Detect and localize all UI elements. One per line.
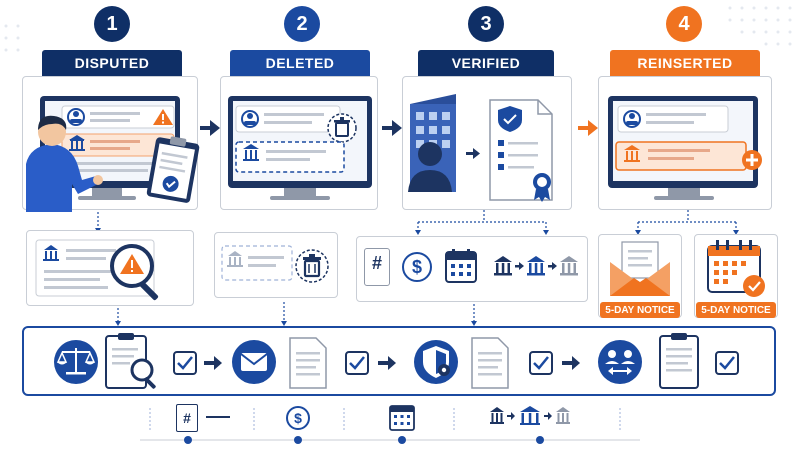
five-day-notice-tag-2: 5-DAY NOTICE [696, 302, 776, 318]
reinserted-monitor-illustration [608, 96, 762, 200]
arrow-right-orange-icon [578, 120, 598, 136]
shield-gear-icon [414, 340, 458, 384]
dotted-connectors-bottom [115, 302, 477, 326]
stage-3-label: VERIFIED [418, 50, 554, 76]
dotted-connectors-top [95, 210, 739, 235]
footer-hash-doc: # [176, 404, 198, 432]
footer-calendar-icon [389, 405, 415, 431]
document-icon [289, 337, 327, 389]
dollar-symbol: $ [411, 256, 422, 277]
stage-2-number: 2 [284, 6, 320, 42]
document-icon [471, 337, 509, 389]
stage-2-label: DELETED [230, 50, 370, 76]
account-number-doc: # [364, 248, 390, 286]
stage-4-number: 4 [666, 6, 702, 42]
stage-3-number: 3 [468, 6, 504, 42]
stage-1-number: 1 [94, 6, 130, 42]
dot-pattern-decoration [728, 6, 792, 46]
calendar-icon [445, 249, 477, 283]
stage-4-label: REINSERTED [610, 50, 760, 76]
footer-dollar-icon: $ [286, 406, 310, 430]
clipboard-icon [659, 333, 699, 389]
verification-icons-row [445, 249, 578, 283]
mail-icon [232, 340, 276, 384]
deleted-monitor-illustration [228, 96, 372, 200]
five-day-notice-tag-1: 5-DAY NOTICE [600, 302, 680, 318]
people-exchange-icon [598, 340, 642, 384]
footer-hash-symbol: # [183, 410, 191, 426]
hash-symbol: # [371, 253, 382, 273]
deleted-record-illustration [221, 245, 329, 283]
footer-timeline [140, 405, 640, 444]
scales-icon [54, 340, 98, 384]
check-box-icon [715, 351, 739, 375]
process-flow-icons [54, 333, 739, 389]
envelope-notice-icon [610, 241, 670, 296]
calendar-check-icon [707, 240, 765, 297]
arrow-right-icon [382, 120, 402, 136]
disputed-monitor-illustration [26, 96, 200, 212]
footer-bank-transfer-icons [490, 406, 570, 425]
dot-pattern-decoration-left [4, 24, 20, 52]
check-box-icon [173, 351, 197, 375]
document-magnifier-illustration [35, 239, 159, 301]
verified-illustration [408, 94, 553, 202]
dollar-icon: $ [402, 252, 432, 282]
arrow-right-icon [200, 120, 220, 136]
footer-dollar-symbol: $ [294, 410, 302, 426]
check-box-icon [345, 351, 369, 375]
bank-transfer-icons [494, 256, 578, 276]
check-box-icon [529, 351, 553, 375]
stage-1-label: DISPUTED [42, 50, 182, 76]
clipboard-search-icon [105, 333, 156, 389]
